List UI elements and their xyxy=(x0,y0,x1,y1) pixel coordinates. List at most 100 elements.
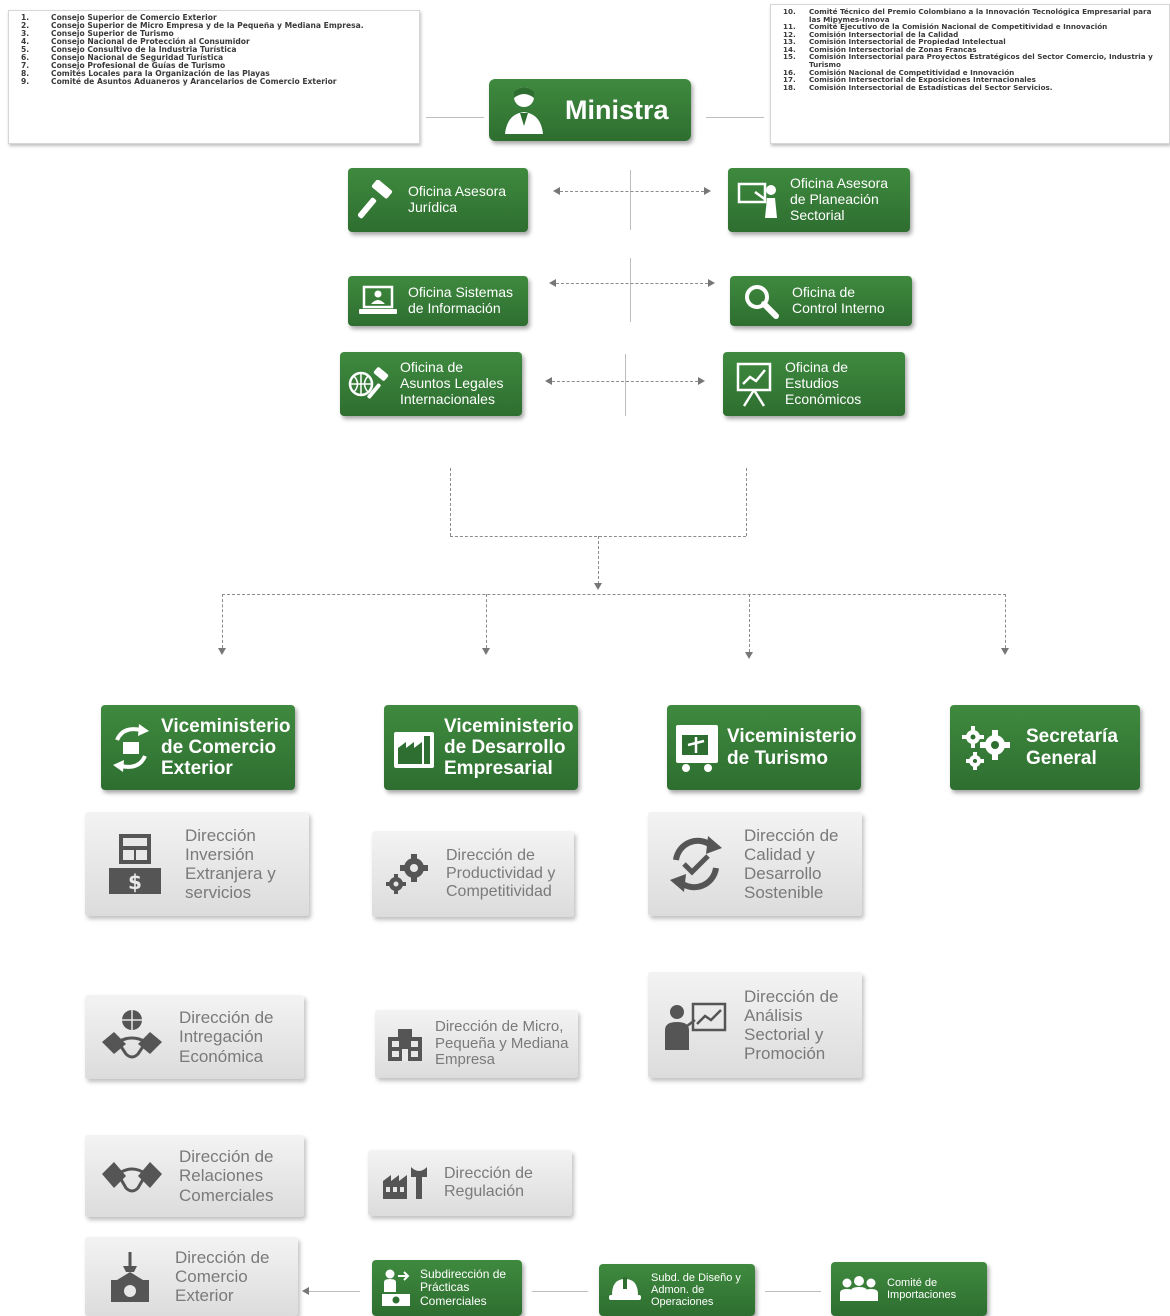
right-list-item: 15.Comisión Intersectorial para Proyecto… xyxy=(783,53,1165,68)
right-list-item-number: 16. xyxy=(783,67,796,77)
left-list-item: 3. Consejo Superior de Turismo xyxy=(21,28,413,38)
office-sistemas[interactable]: Oficina Sistemas de Información xyxy=(348,276,528,326)
left-list-item-number: 9. xyxy=(21,76,30,86)
secretaria-label: Secretaría General xyxy=(1026,726,1118,769)
magnifier-icon xyxy=(730,276,792,326)
office-divider-1 xyxy=(630,170,631,230)
connector-left-list xyxy=(426,117,484,118)
connector-row2 xyxy=(556,283,708,284)
gavel-icon xyxy=(348,168,408,232)
subd-diseno[interactable]: Subd. de Diseño y Admon. de Operaciones xyxy=(599,1264,755,1316)
connector-right-drop xyxy=(746,468,747,536)
left-list-item-text: Consejo Superior de Turismo xyxy=(51,28,174,38)
left-list-item: 8.Comités Locales para la Organización d… xyxy=(21,68,413,78)
ministra-label: Ministra xyxy=(565,94,669,125)
left-list-item: 7.Consejo Profesional de Guías de Turism… xyxy=(21,60,413,70)
connector-bottom-1 xyxy=(306,1291,360,1292)
chart-easel-icon xyxy=(723,352,785,416)
person-arrow-icon xyxy=(372,1260,420,1316)
dir-productividad[interactable]: Dirección de Productividad y Competitivi… xyxy=(372,831,574,917)
person-icon xyxy=(489,79,559,141)
connector-vice2 xyxy=(486,594,487,648)
dir-mipyme[interactable]: Dirección de Micro, Pequeña y Mediana Em… xyxy=(375,1010,578,1078)
subd-diseno-label: Subd. de Diseño y Admon. de Operaciones xyxy=(651,1271,741,1309)
office-control[interactable]: Oficina de Control Interno xyxy=(730,276,912,326)
left-list-item-number: 6. xyxy=(21,52,30,62)
cycle-arrows-icon xyxy=(101,705,161,790)
right-list-item-number: 13. xyxy=(783,37,796,47)
connector-row1 xyxy=(560,191,704,192)
left-list-item-number: 4. xyxy=(21,36,30,46)
dir-integracion[interactable]: Dirección de Intregación Económica xyxy=(85,995,304,1079)
vice-turismo[interactable]: Viceministerio de Turismo xyxy=(667,705,861,790)
right-list-item: 17.Comisión Intersectorial de Exposicion… xyxy=(783,76,1165,84)
office-estudios[interactable]: Oficina de Estudios Económicos xyxy=(723,352,905,416)
right-list-item-number: 12. xyxy=(783,29,796,39)
left-list-item-text: Consejo Nacional de Seguridad Turística xyxy=(51,52,224,62)
comite-importaciones-label: Comité de Importaciones xyxy=(887,1276,957,1301)
right-list-item: 18.Comisión Intersectorial de Estadístic… xyxy=(783,84,1165,92)
dir-regulacion[interactable]: Dirección de Regulación xyxy=(368,1150,572,1216)
dir-comercio-exterior[interactable]: Dirección de Comercio Exterior xyxy=(85,1237,298,1316)
connector-vice3 xyxy=(749,594,750,652)
secretaria-general[interactable]: Secretaría General xyxy=(950,705,1140,790)
right-list-item-text: Comité Técnico del Premio Colombiano a l… xyxy=(809,7,1152,24)
right-list-item-text: Comisión Nacional de Competitividad e In… xyxy=(809,67,1015,77)
right-list-item-number: 18. xyxy=(783,82,796,92)
left-list-item-text: Comités Locales para la Organización de … xyxy=(51,68,270,78)
arrow-right-row2 xyxy=(708,279,715,287)
connector-branch xyxy=(222,594,1006,595)
left-list-item-number: 2. xyxy=(21,20,30,30)
crane-cargo-icon xyxy=(85,1237,175,1316)
right-list-item-text: Comisión Intersectorial de Zonas Francas xyxy=(809,44,977,54)
office-juridica[interactable]: Oficina Asesora Jurídica xyxy=(348,168,528,232)
dir-regulacion-label: Dirección de Regulación xyxy=(444,1165,533,1200)
left-list-item-number: 3. xyxy=(21,28,30,38)
left-list-item-text: Consejo Superior de Comercio Exterior xyxy=(51,13,217,22)
left-list-item-number: 7. xyxy=(21,60,30,70)
left-list-item: 1. Consejo Superior de Comercio Exterior xyxy=(21,14,413,22)
presentation-icon xyxy=(728,168,790,232)
arrow-left-row3 xyxy=(545,377,552,385)
comite-importaciones[interactable]: Comité de Importaciones xyxy=(831,1262,987,1316)
cash-register-icon: $ xyxy=(85,812,185,916)
subd-practicas[interactable]: Subdirección de Prácticas Comerciales xyxy=(372,1260,522,1316)
luggage-cart-icon xyxy=(667,705,727,790)
right-list-item-text: Comisión Intersectorial de Propiedad Int… xyxy=(809,37,1006,47)
factory-icon xyxy=(384,705,444,790)
dir-analisis[interactable]: Dirección de Análisis Sectorial y Promoc… xyxy=(648,972,862,1078)
arrow-right-row3 xyxy=(698,377,705,385)
dir-integracion-label: Dirección de Intregación Económica xyxy=(179,1008,274,1066)
vice-comercio[interactable]: Viceministerio de Comercio Exterior xyxy=(101,705,295,790)
handshake-icon xyxy=(85,1135,179,1217)
dir-calidad[interactable]: Dirección de Calidad y Desarrollo Sosten… xyxy=(648,812,862,916)
dir-comercio-exterior-label: Dirección de Comercio Exterior xyxy=(175,1247,270,1306)
office-planeacion[interactable]: Oficina Asesora de Planeación Sectorial xyxy=(728,168,910,232)
building-icon xyxy=(375,1010,435,1078)
arrow-center xyxy=(594,583,602,590)
left-list-item: 5.Consejo Consultivo de la Industria Tur… xyxy=(21,45,413,54)
vice-desarrollo[interactable]: Viceministerio de Desarrollo Empresarial xyxy=(384,705,578,790)
right-committee-list: 10. Comité Técnico del Premio Colombiano … xyxy=(770,4,1170,144)
laptop-icon xyxy=(348,276,408,326)
dir-relaciones[interactable]: Dirección de Relaciones Comerciales xyxy=(85,1135,304,1217)
left-list-item-number: 1. xyxy=(21,13,30,22)
right-list-item: 10. Comité Técnico del Premio Colombiano … xyxy=(783,8,1165,23)
ministra-box[interactable]: Ministra xyxy=(489,79,691,141)
right-list-item-text: Comisión Intersectorial de Exposiciones … xyxy=(809,75,1036,85)
subd-practicas-label: Subdirección de Prácticas Comerciales xyxy=(420,1266,507,1308)
svg-text:$: $ xyxy=(128,870,142,894)
left-list-item: 9.Comité de Asuntos Aduaneros y Arancela… xyxy=(21,76,413,86)
right-list-item-number: 14. xyxy=(783,44,796,54)
vice-turismo-label: Viceministerio de Turismo xyxy=(727,726,857,769)
recycle-check-icon xyxy=(648,812,744,916)
dir-inversion[interactable]: $ Dirección Inversión Extranjera y servi… xyxy=(85,812,309,916)
right-list-item-number: 10. xyxy=(783,7,796,16)
hardhat-icon xyxy=(599,1264,651,1316)
group-icon xyxy=(831,1262,887,1316)
left-list-item: 2.Consejo Superior de Micro Empresa y de… xyxy=(21,20,413,30)
dir-productividad-label: Dirección de Productividad y Competitivi… xyxy=(446,847,556,900)
office-legales[interactable]: Oficina de Asuntos Legales Internacional… xyxy=(340,352,522,416)
connector-bottom-3 xyxy=(765,1291,821,1292)
office-sistemas-label: Oficina Sistemas de Información xyxy=(408,284,514,316)
